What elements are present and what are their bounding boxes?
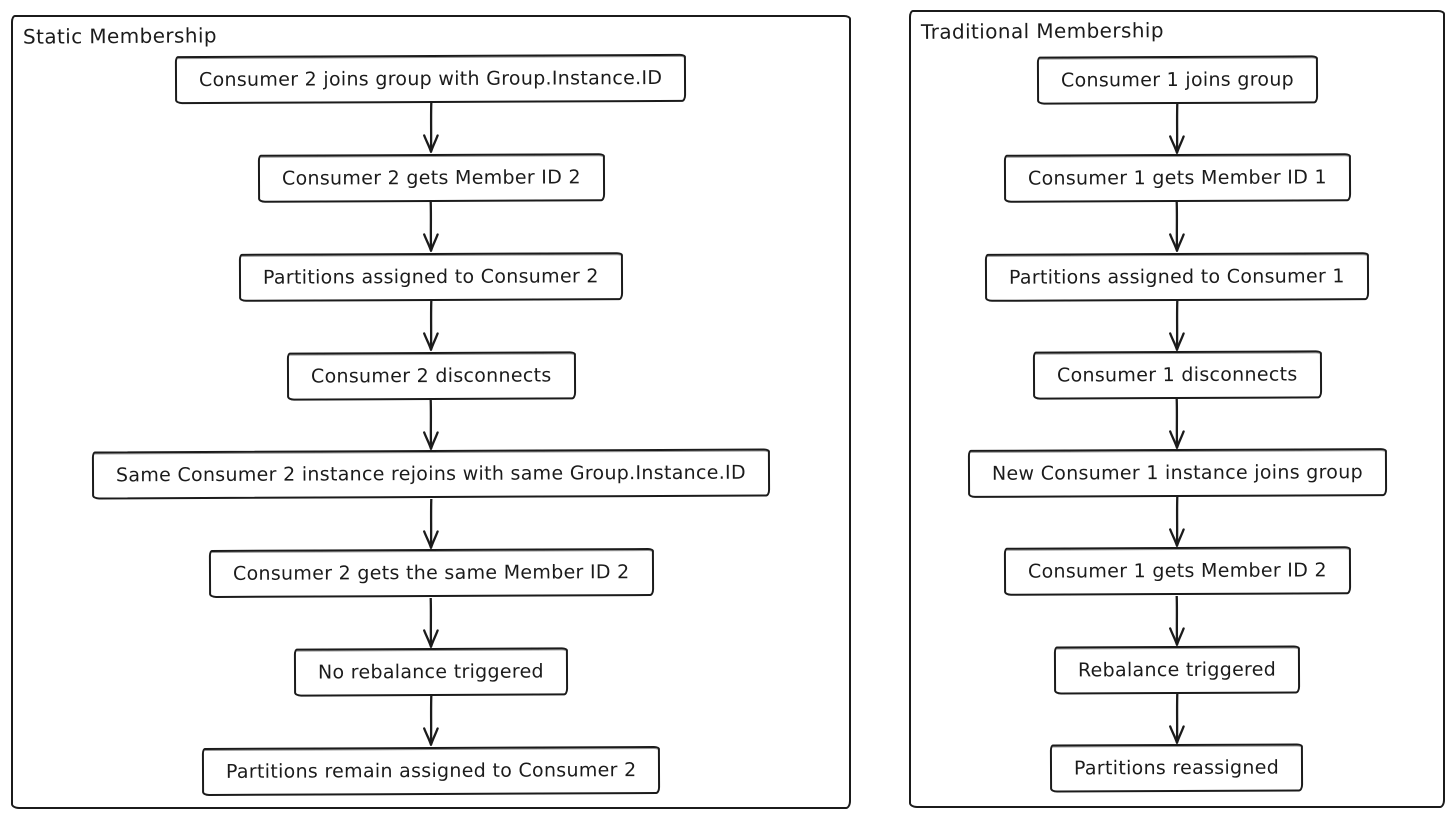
down-arrow-icon [418,498,444,549]
static-step-3: Partitions assigned to Consumer 2 [239,251,623,302]
down-arrow-icon [418,597,444,648]
traditional-step-7: Rebalance triggered [1053,645,1301,695]
down-arrow-icon [418,301,444,352]
down-arrow-icon [1164,693,1190,744]
traditional-step-6: Consumer 1 gets Member ID 2 [1003,546,1351,597]
static-step-6: Consumer 2 gets the same Member ID 2 [208,548,654,599]
static-panel-title: Static Membership [22,23,218,49]
down-arrow-icon [1164,104,1190,155]
traditional-panel-title: Traditional Membership [920,18,1164,44]
static-membership-panel: Static Membership Consumer 2 joins group… [11,15,851,809]
traditional-step-4: Consumer 1 disconnects [1032,350,1322,400]
static-step-4: Consumer 2 disconnects [286,350,576,401]
static-flow: Consumer 2 joins group with Group.Instan… [13,53,849,796]
down-arrow-icon [1164,497,1190,548]
down-arrow-icon [418,696,444,747]
traditional-step-2: Consumer 1 gets Member ID 1 [1003,153,1351,204]
traditional-step-5: New Consumer 1 instance joins group [967,448,1387,499]
static-step-5: Same Consumer 2 instance rejoins with sa… [91,448,771,500]
down-arrow-icon [1164,202,1190,253]
down-arrow-icon [1164,398,1190,449]
down-arrow-icon [1164,595,1190,646]
static-step-1: Consumer 2 joins group with Group.Instan… [175,53,687,105]
traditional-flow: Consumer 1 joins group Consumer 1 gets M… [911,55,1443,793]
static-step-7: No rebalance triggered [293,647,569,697]
traditional-step-3: Partitions assigned to Consumer 1 [985,251,1369,302]
down-arrow-icon [1164,300,1190,351]
down-arrow-icon [418,103,444,154]
traditional-step-8: Partitions reassigned [1050,743,1304,793]
traditional-membership-panel: Traditional Membership Consumer 1 joins … [909,10,1445,808]
traditional-step-1: Consumer 1 joins group [1036,55,1318,105]
static-step-8: Partitions remain assigned to Consumer 2 [201,745,661,796]
down-arrow-icon [418,202,444,253]
down-arrow-icon [418,399,444,450]
static-step-2: Consumer 2 gets Member ID 2 [257,153,605,203]
